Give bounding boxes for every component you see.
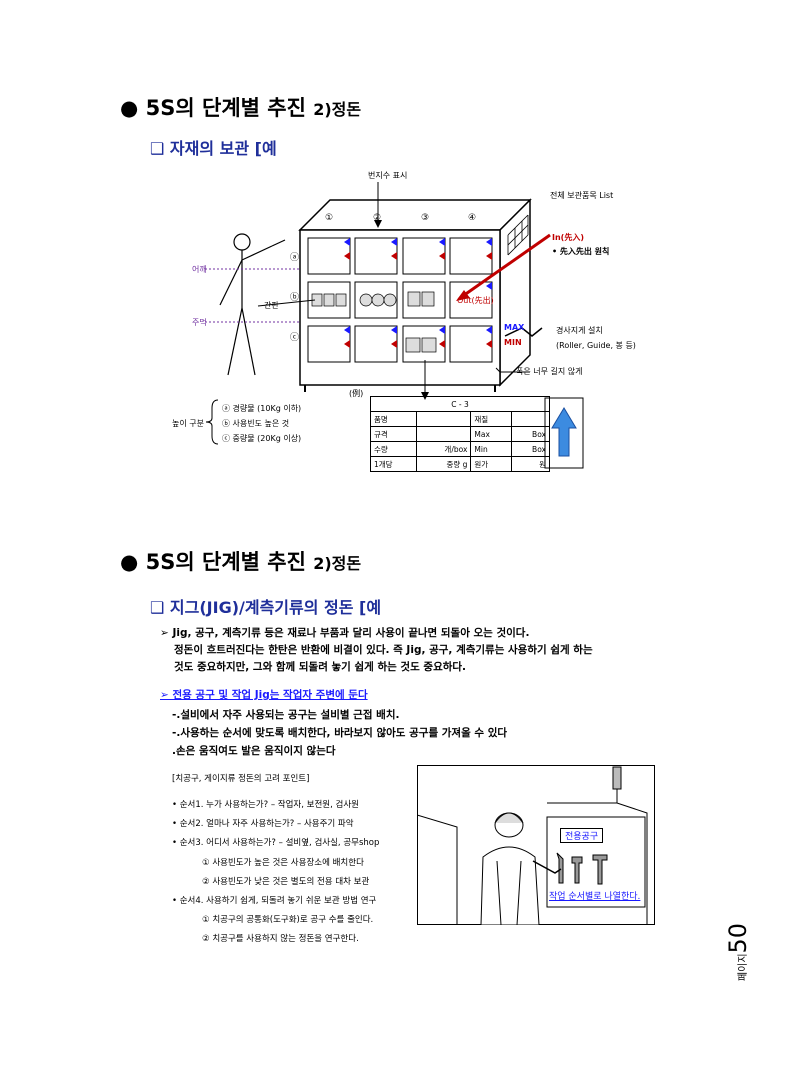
consideration-list: • 순서1. 누가 사용하는가? – 작업자, 보전원, 검사원 • 순서2. … [172,800,380,945]
page-number: 페이지 50 [724,922,752,982]
order-arrangement-label: 작업 순서별로 나열한다. [549,892,641,902]
worker-tool-illustration [417,765,655,925]
address-label: 번지수 표시 [368,171,408,180]
placement-points: -.설비에서 자주 사용되는 공구는 설비별 근접 배치. -.사용하는 순서에… [172,709,508,757]
shoulder-label: 어깨 [192,265,207,274]
row-label-c: ⓒ [290,333,300,343]
consideration-list-title: [치공구, 게이지류 정돈의 고려 포인트] [172,774,310,784]
storage-rack-diagram [205,182,584,469]
section2-title: ● 5S의 단계별 추진 2)정돈 [120,550,362,574]
example-label: (例) [349,389,364,398]
placement-guideline-link[interactable]: ➢ 전용 공구 및 작업 Jig는 작업자 주변에 둔다 [160,689,368,701]
section1-title: ● 5S의 단계별 추진 2)정돈 [120,96,362,120]
height-legend: ⓐ 경량물 (10Kg 이하) ⓑ 사용빈도 높은 것 ⓒ 중량물 (20Kg … [222,404,302,443]
dedicated-tool-label: 전용공구 [560,828,604,843]
row-label-a: ⓐ [290,253,300,263]
hand-label: 주먹 [192,318,207,327]
kanban-label: 간판 [264,301,279,310]
max-label: MAX [504,323,525,332]
bullet-dot-icon: ● [120,96,139,120]
in-label: In(先入) [552,233,584,242]
section1-subtitle: ❑ 자재의 보관 [예 [150,139,277,158]
checkbox-square-icon: ❑ [150,598,165,617]
height-title: 높이 구분 [172,419,204,428]
item-list-label: 전체 보관품목 List [550,191,614,200]
slope-label: 경사지게 설치 [556,326,603,335]
checkbox-square-icon: ❑ [150,139,165,158]
slope-sub-label: (Roller, Guide, 봉 등) [556,341,636,350]
bullet-dot-icon: ● [120,550,139,574]
row-label-b: ⓑ [290,293,300,303]
fifo-label: • 先入先出 원칙 [552,247,610,256]
min-label: MIN [504,338,522,347]
out-label: Out(先出) [457,296,494,305]
section2-subtitle: ❑ 지그(JIG)/계측기류의 정돈 [예 [150,598,382,617]
intro-paragraph: ➢ Jig, 공구, 계측기류 등은 재료나 부품과 달리 사용이 끝나면 되돌… [160,627,593,673]
width-note: 폭은 너무 길지 않게 [516,367,583,376]
